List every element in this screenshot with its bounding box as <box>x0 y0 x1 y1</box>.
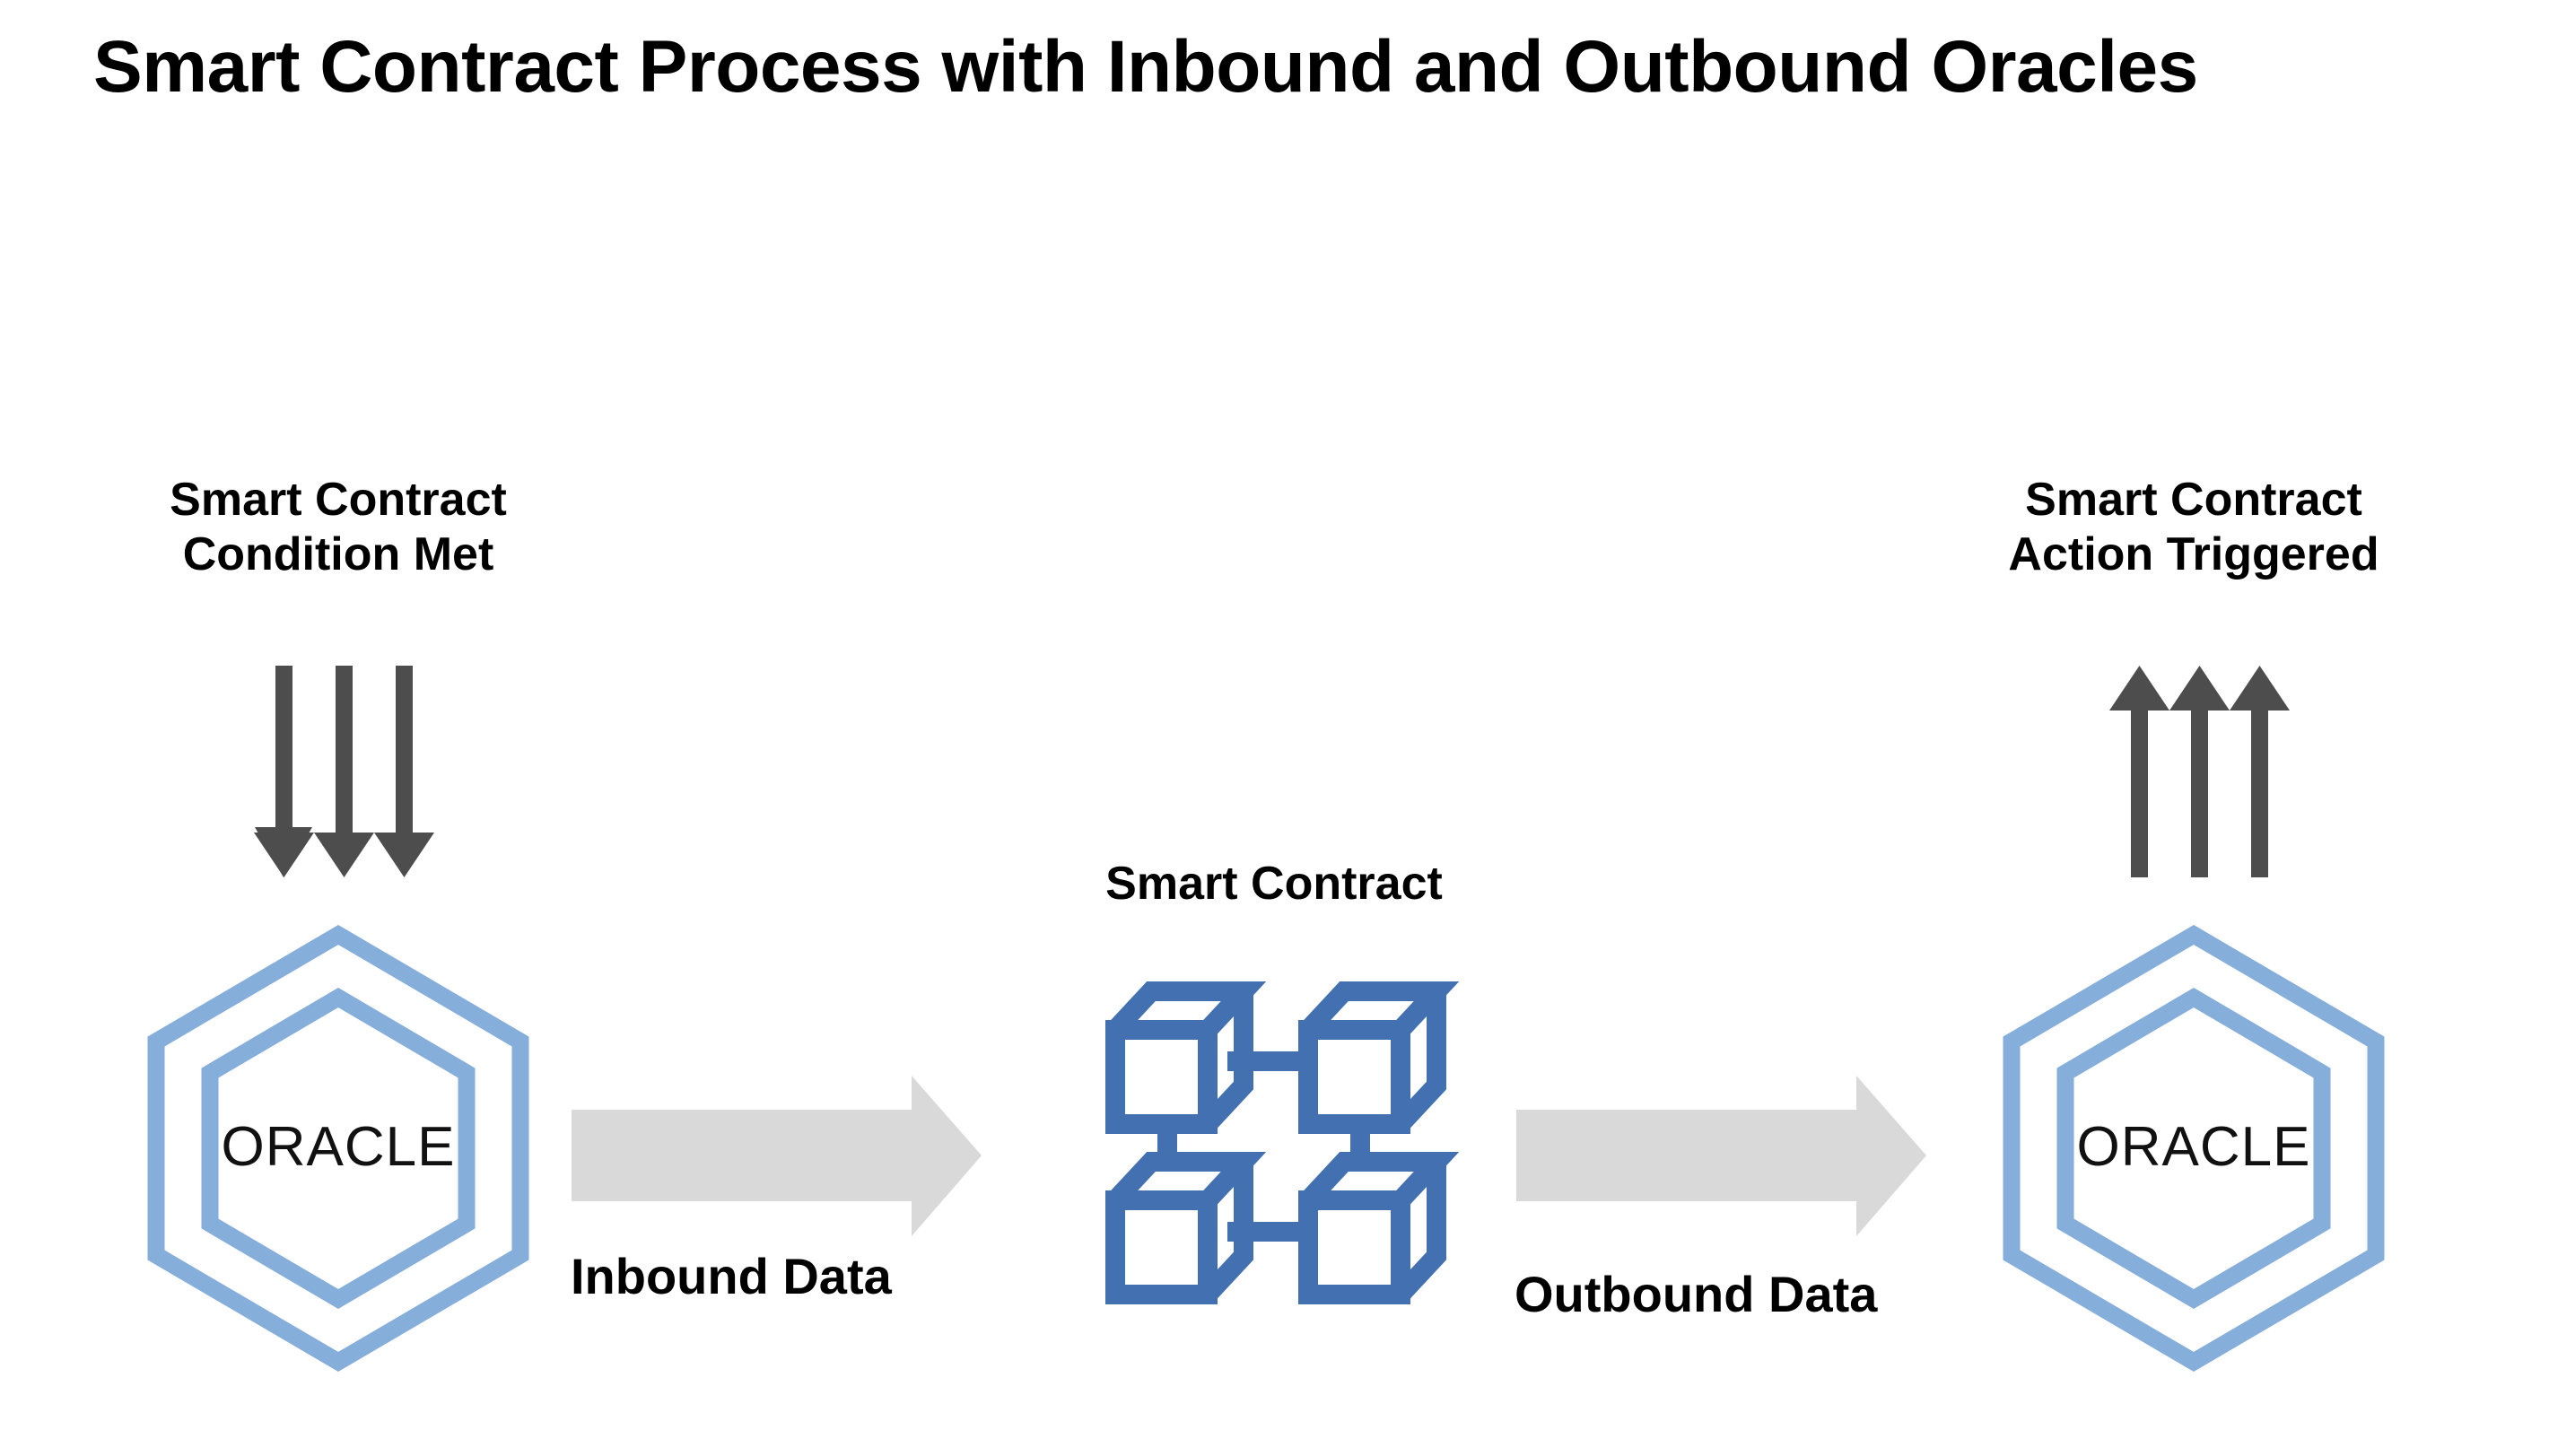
smart-contract-label: Smart Contract <box>1105 858 1443 910</box>
cube-bottom-right <box>1298 1152 1460 1304</box>
right-oracle-node-label: ORACLE <box>2076 1116 2311 1178</box>
outbound-data-label: Outbound Data <box>1515 1266 1878 1322</box>
inbound-data-arrow-icon <box>572 1076 982 1236</box>
triple-up-arrow-icon <box>2109 666 2290 877</box>
left-caption-line-2: Condition Met <box>182 528 494 581</box>
left-oracle-caption: Smart Contract Condition Met <box>69 473 607 583</box>
cube-bottom-left <box>1105 1152 1267 1304</box>
page-title: Smart Contract Process with Inbound and … <box>93 26 2198 108</box>
cube-top-left <box>1105 981 1267 1134</box>
left-caption-line-1: Smart Contract <box>170 474 507 526</box>
left-oracle-node-label: ORACLE <box>221 1116 456 1178</box>
triple-down-arrow-icon <box>254 666 434 877</box>
blockchain-cubes-icon <box>1105 981 1460 1304</box>
right-oracle-caption: Smart Contract Action Triggered <box>1925 473 2463 583</box>
outbound-data-arrow-icon <box>1516 1076 1926 1236</box>
right-caption-line-1: Smart Contract <box>2025 474 2362 526</box>
cube-top-right <box>1298 981 1460 1134</box>
right-caption-line-2: Action Triggered <box>2008 528 2379 581</box>
inbound-data-label: Inbound Data <box>571 1248 892 1304</box>
